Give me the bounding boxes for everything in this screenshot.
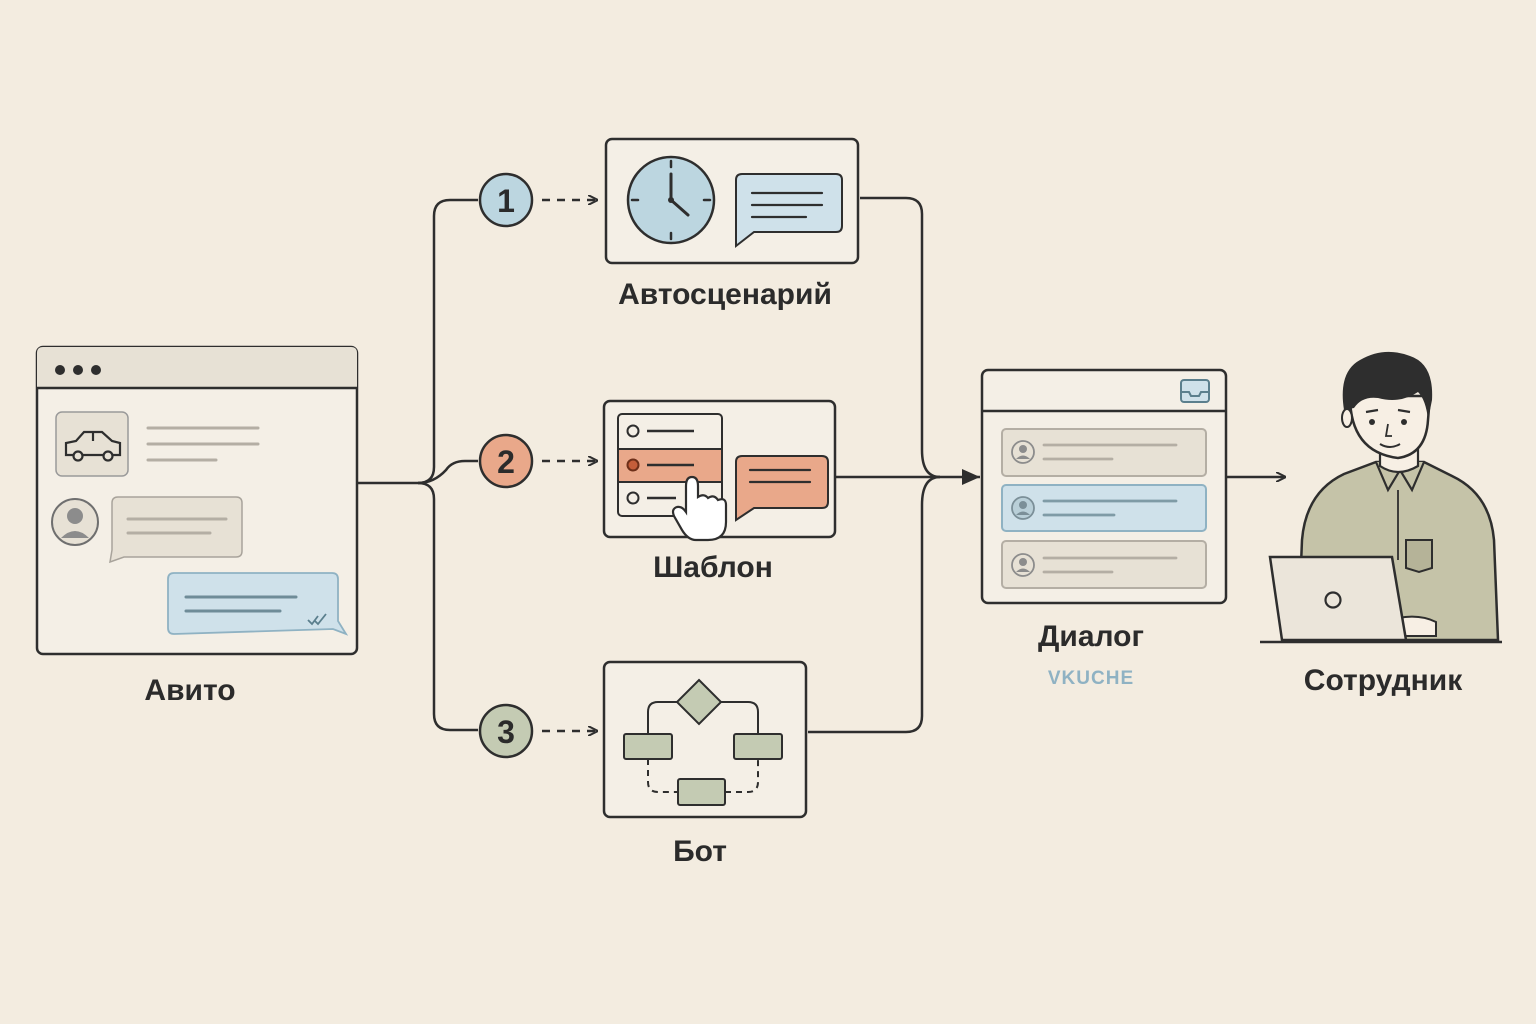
step-number-3: 3 — [497, 714, 515, 750]
auto-scenario-label: Автосценарий — [618, 278, 832, 311]
window-dots-icon — [55, 365, 101, 375]
flowchart-icon — [623, 678, 783, 806]
chat-bubble-icon — [735, 455, 829, 522]
inbox-icon — [1180, 379, 1210, 403]
connectors — [358, 196, 1284, 734]
dialog-window — [980, 368, 1228, 605]
chat-bubble-icon — [109, 496, 243, 564]
step-circle-3: 3 — [478, 703, 534, 759]
avito-window — [35, 345, 359, 656]
step-circle-1: 1 — [478, 172, 534, 228]
auto-scenario-card — [604, 137, 860, 265]
clock-icon — [626, 155, 716, 245]
connector-bot-to-dialog — [808, 475, 941, 734]
template-card — [602, 399, 837, 542]
hand-pointer-icon — [671, 475, 728, 542]
dialog-sublabel: VKUCHE — [1047, 668, 1135, 689]
dialog-row — [1001, 540, 1207, 589]
step-number-2: 2 — [497, 444, 515, 480]
employee-label: Сотрудник — [1303, 664, 1463, 697]
template-label: Шаблон — [653, 551, 773, 584]
dialog-label: Диалог — [1038, 620, 1144, 653]
connector-avito-to-step3 — [417, 481, 478, 732]
laptop-icon — [1268, 555, 1408, 642]
dashed-arrows — [542, 200, 596, 731]
bot-label: Бот — [673, 835, 727, 868]
dialog-row — [1001, 428, 1207, 477]
connector-avito-to-step2 — [417, 459, 478, 485]
avatar-icon — [51, 498, 99, 546]
double-check-icon — [307, 613, 327, 626]
step-number-1: 1 — [497, 183, 515, 219]
car-icon — [64, 430, 122, 462]
connector-auto-to-dialog — [860, 196, 941, 479]
dialog-row-selected — [1001, 484, 1207, 532]
chat-bubble-icon — [167, 572, 349, 636]
connector-avito-to-step1 — [358, 198, 478, 485]
step-circle-2: 2 — [478, 433, 534, 489]
bot-card — [602, 660, 808, 819]
avito-label: Авито — [144, 674, 236, 707]
